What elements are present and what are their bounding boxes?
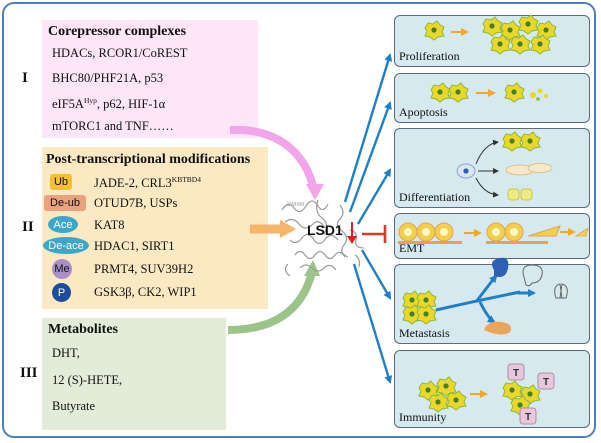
emt-illustration	[398, 222, 589, 244]
deacetylation-badge: De-ace	[43, 237, 89, 254]
immunity-illustration	[418, 363, 555, 425]
emt-label: EMT	[399, 241, 425, 255]
lsd1-protein-structure	[281, 199, 365, 277]
immunity-label: Immunity	[399, 410, 447, 424]
corepressor-arrowhead	[306, 184, 324, 200]
ptm-row-deace: HDAC1, SIRT1	[94, 239, 175, 253]
proliferation-label: Proliferation	[399, 49, 460, 63]
tcell-label-2: T	[543, 377, 549, 388]
proliferation-illustration	[424, 14, 557, 55]
outer-frame	[2, 2, 596, 438]
apoptosis-label: Apoptosis	[399, 105, 448, 119]
organ-liver-icon	[484, 321, 511, 335]
corepressor-line-1: HDACs, RCOR1/CoREST	[52, 46, 188, 60]
metabolites-title: Metabolites	[48, 322, 118, 337]
corepressor-line-3-sup: Hyp	[83, 96, 97, 105]
corepressor-line-3-pre: eIF5A	[52, 97, 84, 112]
apoptosis-illustration	[430, 82, 548, 103]
arrow-to-proliferation	[343, 53, 393, 203]
organ-lungs-icon	[554, 283, 568, 299]
acetylation-badge: Ace	[48, 216, 78, 233]
arrow-to-apoptosis	[348, 101, 392, 213]
corepressor-line-4: mTORC1 and TNF……	[52, 119, 174, 133]
ptm-row-deub: OTUD7B, USPs	[94, 196, 178, 210]
differentiation-label: Differentiation	[399, 190, 471, 204]
ptm-arrowhead	[280, 220, 296, 238]
metastasis-illustration	[402, 257, 568, 335]
metabolites-line-3: Butyrate	[52, 399, 96, 413]
organ-brain-icon	[522, 264, 543, 287]
ptm-row-ace: KAT8	[94, 218, 125, 232]
decrease-arrowhead	[347, 236, 357, 244]
metabolites-line-2: 12 (S)-HETE,	[52, 373, 123, 387]
arrow-to-immunity	[352, 263, 393, 384]
phosphorylation-badge: P	[52, 283, 71, 302]
ptm-box	[42, 147, 268, 309]
arrow-to-differentiation	[356, 168, 392, 225]
corepressor-line-2: BHC80/PHF21A, p53	[52, 71, 164, 85]
ptm-row-ub-sup: KBTBD4	[171, 175, 201, 184]
corepressor-arrow	[229, 125, 318, 191]
corepressor-line-3: eIF5AHyp, p62, HIF-1α	[52, 96, 165, 112]
ptm-row-p: GSK3β, CK2, WIP1	[94, 285, 197, 299]
deubiquitination-badge: De-ub	[44, 195, 86, 211]
ptm-row-ub: JADE-2, CRL3KBTBD4	[94, 175, 201, 191]
corepressor-box	[42, 20, 258, 138]
section-numeral-iii: III	[20, 365, 38, 381]
metabolites-line-1: DHT,	[52, 346, 80, 360]
tcell-label-1: T	[513, 368, 519, 379]
metabolites-arrow	[227, 270, 316, 334]
corepressor-title: Corepressor complexes	[48, 24, 187, 39]
arrow-to-metastasis	[360, 249, 392, 300]
metastasis-label: Metastasis	[399, 326, 450, 340]
differentiation-illustration	[456, 131, 553, 201]
ubiquitination-badge: Ub	[50, 174, 72, 190]
organ-stomach-icon	[492, 257, 509, 277]
ptm-row-me: PRMT4, SUV39H2	[94, 262, 194, 276]
corepressor-line-3-post: , p62, HIF-1α	[96, 97, 166, 112]
panel-apoptosis: Apoptosis	[394, 73, 590, 123]
panel-differentiation: Differentiation	[394, 128, 590, 208]
section-numeral-i: I	[22, 70, 28, 86]
lsd1-label: LSD1	[307, 222, 343, 238]
metabolites-box	[42, 318, 226, 430]
methylation-badge: Me	[52, 259, 72, 279]
section-numeral-ii: II	[22, 219, 34, 235]
ptm-row-ub-text: JADE-2, CRL3	[94, 176, 172, 191]
protein-residue-label: SWIRM	[287, 202, 304, 208]
tcell-label-3: T	[525, 412, 531, 423]
ptm-title: Post-transcriptional modifications	[46, 152, 251, 167]
